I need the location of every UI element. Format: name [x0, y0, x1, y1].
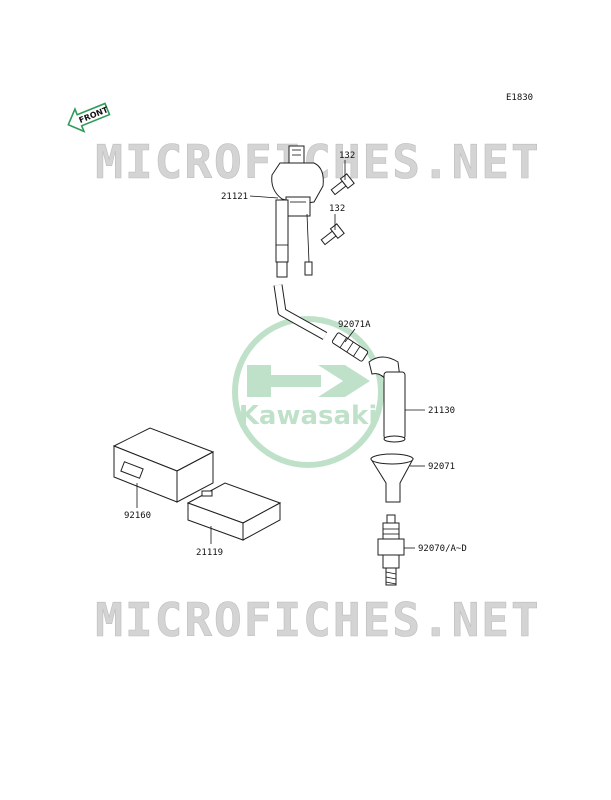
watermark-top: MICROFICHES.NET	[95, 135, 540, 190]
plug-seal-cone	[370, 458, 414, 503]
label-plug-cap: 21130	[428, 406, 455, 416]
plug-cap-body	[383, 371, 406, 440]
spark-plug	[377, 514, 405, 586]
logo-k-stem	[247, 365, 271, 397]
box-21119	[186, 482, 282, 541]
logo-k-lower	[318, 381, 370, 397]
label-bolt-upper: 132	[339, 151, 355, 161]
label-box-92160: 92160	[124, 511, 151, 521]
label-plug-seal: 92071	[428, 462, 455, 472]
leader-coil	[249, 195, 279, 199]
front-arrow: FRONT	[67, 102, 111, 133]
logo-brand-text: Kawasaki	[239, 401, 377, 431]
label-bolt-lower: 132	[329, 204, 345, 214]
front-arrow-shape	[67, 102, 111, 133]
bolt-upper	[330, 173, 355, 196]
coil-lead-tube	[275, 199, 289, 263]
kawasaki-logo: Kawasaki	[232, 316, 384, 468]
logo-ring	[232, 316, 384, 468]
leader-cap-lead	[344, 328, 356, 343]
plug-cap	[368, 356, 406, 443]
box-92160	[112, 427, 215, 503]
coil-lead-tube-lower	[276, 261, 288, 278]
bolt-lower	[320, 223, 345, 246]
plug-seal	[370, 453, 414, 503]
label-cap-lead: 92071A	[338, 320, 371, 330]
coil-connector	[288, 145, 305, 164]
label-spark-plug: 92070/A~D	[418, 544, 467, 554]
watermark-bottom: MICROFICHES.NET	[95, 593, 540, 648]
logo-k-bar	[271, 375, 321, 387]
label-ignition-coil: 21121	[221, 192, 248, 202]
watermark-text-bottom: MICROFICHES.NET	[95, 593, 540, 647]
coil-wire-terminal	[304, 261, 313, 276]
coil-mount-tab	[285, 196, 311, 217]
label-box-21119: 21119	[196, 548, 223, 558]
watermark-text-top: MICROFICHES.NET	[95, 135, 540, 189]
ignition-coil	[271, 145, 324, 278]
coil-small-wire	[306, 213, 310, 263]
diagram-code: E1830	[506, 93, 533, 103]
logo-k-upper	[318, 365, 370, 381]
cap-lead-connector	[331, 332, 369, 362]
